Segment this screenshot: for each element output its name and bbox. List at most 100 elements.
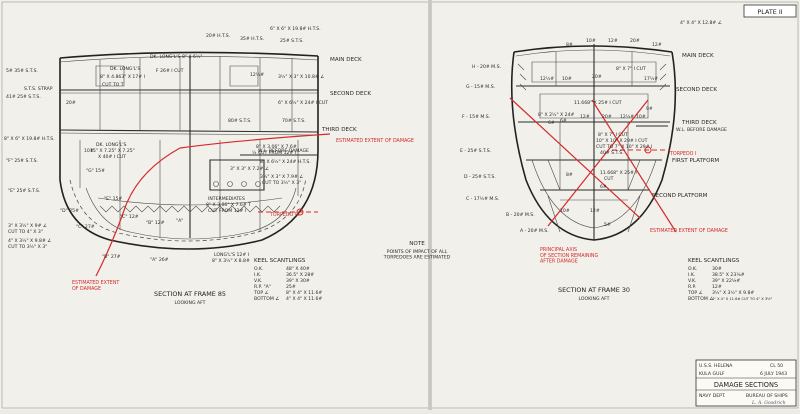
label: 5# xyxy=(604,222,611,228)
damage-extent-label-top: ESTIMATED EXTENT OF DAMAGE xyxy=(336,138,414,144)
label: "B" 27# xyxy=(102,254,121,260)
label: 8" X 7" I CUT xyxy=(598,132,628,138)
keel-row-key: V.K. xyxy=(254,278,262,284)
label: C - 17½# M.S. xyxy=(466,195,499,202)
label: "C" 27# xyxy=(76,224,95,230)
keel-row-value: 30# xyxy=(712,266,722,272)
main-deck-line xyxy=(59,51,319,59)
keel-row-key: TOP ∠ xyxy=(687,290,703,296)
label: 3" X 3" X 7.2# ∠ xyxy=(230,166,269,172)
damage-axis-line xyxy=(509,97,641,219)
label: 8" X 4.863" X 17# I xyxy=(100,74,145,80)
label: 8" X 3½" X 8.8# xyxy=(212,257,250,264)
keel-row-key: O.K. xyxy=(688,266,697,272)
damage-extent-boundary-30 xyxy=(591,99,677,233)
keel-row-key: BOTTOM ∠ xyxy=(688,296,713,302)
plate-label: PLATE II xyxy=(757,8,782,16)
label: H - 20# M.S. xyxy=(472,64,501,70)
title-block: U.S.S. HELENA CL 50 KULA GULF 6 JULY 194… xyxy=(695,359,797,407)
label: 35# H.T.S. xyxy=(240,36,264,42)
label: 12½# xyxy=(620,113,634,120)
label: E - 25# S.T.S. xyxy=(460,148,491,154)
label: 8# xyxy=(566,172,573,178)
label: 10# xyxy=(586,38,596,44)
label: 10# xyxy=(636,114,646,120)
label: 12# xyxy=(590,208,600,214)
label: "E" 25# S.T.S. xyxy=(8,188,40,194)
label: G - 15# M.S. xyxy=(466,84,495,90)
damage-extent-label-30: ESTIMATED EXTENT OF DAMAGE xyxy=(650,228,728,234)
label: CUT TO 3½" X 3" xyxy=(8,243,47,250)
label: 8" X 6" X 19.8# H.T.S. xyxy=(4,136,55,142)
third-deck-label: THIRD DECK xyxy=(321,127,357,133)
keel-row-key: BOTTOM ∠ xyxy=(254,296,279,302)
inner-bottom xyxy=(85,187,297,240)
label: 6" X 6½" X 24# I CUT xyxy=(278,99,328,106)
sheet-title: DAMAGE SECTIONS xyxy=(714,381,778,389)
label: "D" 25# xyxy=(60,208,79,214)
frame-30-scantlings: 4" X 4" X 12.8# ∠ 8# 10# 12# 20# 12# H -… xyxy=(460,20,722,234)
label: 8# xyxy=(566,42,573,48)
label: 6" X 6" X 19.8# H.T.S. xyxy=(270,26,321,32)
keel-row-key: R.P. "A" xyxy=(254,284,271,290)
label: "F" 25# S.T.S. xyxy=(6,158,38,164)
label: 40# S.T.S. xyxy=(600,150,624,156)
label: 11.668" X 25# I CUT xyxy=(574,100,622,106)
torpedo-3-impact xyxy=(296,208,304,216)
caption-frame-85: SECTION AT FRAME 85 xyxy=(154,290,226,298)
keel-row-value: 39" X 30# xyxy=(286,278,310,284)
caption-sub-frame-85: LOOKING AFT xyxy=(175,300,206,306)
keel-row-key: I.K. xyxy=(254,272,261,278)
bureau: BUREAU OF SHIPS xyxy=(746,393,788,399)
keel-row-value: 25# xyxy=(286,284,296,290)
label: "C" 12# xyxy=(120,214,139,220)
intermediate-frame xyxy=(209,159,265,191)
label: CUT FROM 12# I xyxy=(208,208,246,214)
label: LONG'L'S 12# I xyxy=(214,252,249,258)
label: CUT TO 4" X 3" xyxy=(8,229,43,235)
third-deck-label-30: THIRD DECK xyxy=(681,120,717,126)
label: D - 25# S.T.S. xyxy=(464,174,496,180)
second-deck-label-30: SECOND DECK xyxy=(676,87,717,93)
waterline-label-30: W.L. BEFORE DAMAGE xyxy=(676,127,727,133)
label: 3" X 3½" X 9# ∠ xyxy=(8,222,47,229)
ship-name: U.S.S. HELENA xyxy=(699,363,733,369)
caption-frame-30: SECTION AT FRAME 30 xyxy=(558,286,630,294)
waterline-label: W.L. BEFORE DAMAGE xyxy=(258,148,309,154)
label: 10# xyxy=(562,76,572,82)
label: "B" 12# xyxy=(146,220,165,226)
label: 12½# xyxy=(540,75,554,82)
label: 4" X 3½" X 9.8# ∠ xyxy=(8,237,51,244)
caption-sub-frame-30: LOOKING AFT xyxy=(579,296,610,302)
plate-tag: PLATE II xyxy=(743,4,797,18)
label: 20# H.T.S. xyxy=(206,33,230,39)
label: 8" X 2½" X 24# xyxy=(538,111,575,118)
label: 41# 25# S.T.S. xyxy=(6,94,41,100)
label: F - 15# M.S. xyxy=(462,114,490,120)
label: 8" X 6½" X 24# H.T.S. xyxy=(260,158,311,165)
torpedo-3-label: TORPEDO III xyxy=(269,212,299,218)
label: 6# xyxy=(560,118,567,124)
keel-row-key: R.P. xyxy=(688,284,696,290)
label: "E" 15# xyxy=(104,196,122,202)
label: 4" X 4" X 12.8# ∠ xyxy=(680,20,722,26)
keel-row-value: 38.5" X 23⅛# xyxy=(712,272,745,278)
keel-row-value: 36.5" X 28# xyxy=(286,272,314,278)
label: A - 20# M.S. xyxy=(520,228,549,234)
frame-85-scantlings: 20# H.T.S. 35# H.T.S. 25# S.T.S. 6" X 6"… xyxy=(4,26,328,264)
label: CUT xyxy=(604,176,614,182)
label: 20# xyxy=(66,100,76,106)
signature: L. A. Goodrich xyxy=(751,400,786,406)
note-title: NOTE xyxy=(409,241,425,247)
keel-row-key: TOP ∠ xyxy=(253,290,269,296)
keel-row-value: 4" X 4" X 11.6# CUT TO 4" X 3½" xyxy=(712,297,773,301)
keel-row-key: V.K. xyxy=(688,278,696,284)
label: CUT TO 3½" X 3" xyxy=(262,179,301,186)
label: 80# S.T.S. xyxy=(228,118,252,124)
hull-outline xyxy=(59,56,319,250)
label: CUT TO T xyxy=(102,82,124,88)
